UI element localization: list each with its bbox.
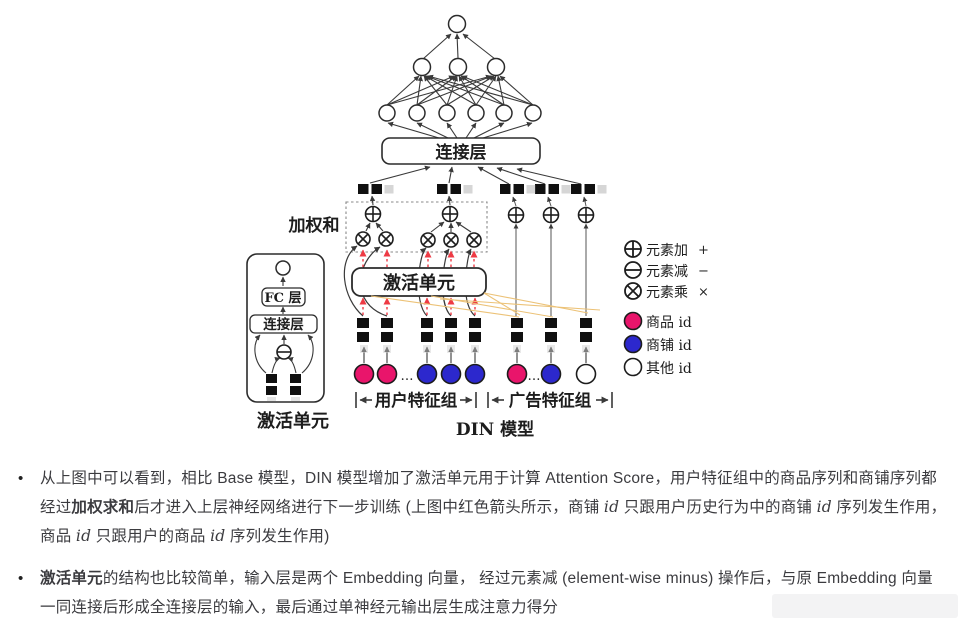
legend-plus-icon xyxy=(624,240,642,258)
legend-other-id-dot xyxy=(623,357,643,377)
legend-item-id-label: 商品 id xyxy=(646,315,692,331)
faint-watermark xyxy=(772,594,958,618)
concat-layer-box: 连接层 xyxy=(381,137,541,165)
activation-unit-label: 激活单元 xyxy=(383,272,455,294)
legend-shop-id-label: 商铺 id xyxy=(646,338,692,354)
ad-feature-group-label: 广告特征组 xyxy=(509,390,592,410)
red-weight-outputs xyxy=(359,249,478,267)
feature-columns: … … xyxy=(353,318,597,385)
ellipsis-user: … xyxy=(401,369,414,384)
elementwise-minus-icon xyxy=(276,344,292,360)
legend-plus-label: 元素加 xyxy=(646,243,688,259)
list-item: • 从上图中可以看到，相比 Base 模型，DIN 模型增加了激活单元用于计算 … xyxy=(18,464,948,551)
legend-item-id-dot xyxy=(623,311,643,331)
model-caption: DIN 模型 xyxy=(456,419,534,440)
list-item: • 激活单元的结构也比较简单，输入层是两个 Embedding 向量， 经过元素… xyxy=(18,564,948,622)
fc-layer-label: FC 层 xyxy=(264,291,301,306)
legend-times-label: 元素乘 xyxy=(646,285,688,301)
activation-unit-caption: 激活单元 xyxy=(257,410,329,432)
ellipsis-ad: … xyxy=(528,369,541,384)
legend-minus-icon xyxy=(624,261,642,279)
concat-layer-label: 连接层 xyxy=(436,142,487,163)
item-id-circle xyxy=(353,363,375,385)
legend-minus-label: 元素减 xyxy=(646,264,688,280)
small-concat-layer-label: 连接层 xyxy=(263,316,304,333)
activation-unit-detail: FC 层 连接层 激活单元 xyxy=(246,253,329,432)
weighted-sum-label: 加权和 xyxy=(288,215,340,236)
elementwise-times-icons xyxy=(355,231,482,248)
user-feature-group-label: 用户特征组 xyxy=(375,390,458,410)
shop-id-circle xyxy=(416,363,438,385)
bullet-glyph: • xyxy=(18,470,24,487)
group-captions: 用户特征组 广告特征组 DIN 模型 xyxy=(355,390,613,440)
elementwise-plus-icon xyxy=(364,205,382,223)
orange-cross-lines xyxy=(370,292,601,318)
activation-unit-box: 激活单元 xyxy=(351,267,487,297)
notes-section: • 从上图中可以看到，相比 Base 模型，DIN 模型增加了激活单元用于计算 … xyxy=(0,452,962,622)
legend-minus-op: − xyxy=(698,264,709,279)
weighted-sum-block: 加权和 xyxy=(288,195,488,253)
bullet-2-text: 激活单元的结构也比较简单，输入层是两个 Embedding 向量， 经过元素减 … xyxy=(40,570,933,616)
legend-times-op: × xyxy=(698,285,709,300)
legend-other-id-label: 其他 id xyxy=(646,361,692,377)
legend-times-icon xyxy=(624,282,642,300)
legend-shop-id-dot xyxy=(623,334,643,354)
output-neuron xyxy=(447,14,467,34)
din-diagram-svg: 连接层 加权和 xyxy=(246,14,709,440)
legend: 元素加 + 元素减 − 元素乘 × 商品 id 商铺 id 其他 id xyxy=(623,240,709,377)
bullet-glyph: • xyxy=(18,570,24,587)
bullet-1-text: 从上图中可以看到，相比 Base 模型，DIN 模型增加了激活单元用于计算 At… xyxy=(40,470,947,545)
legend-plus-op: + xyxy=(698,243,709,258)
ad-plus-columns xyxy=(507,196,595,316)
other-id-circle xyxy=(575,363,597,385)
din-model-figure: 连接层 加权和 xyxy=(246,14,709,440)
embedding-pairs-row xyxy=(358,165,607,194)
top-network xyxy=(378,14,542,139)
